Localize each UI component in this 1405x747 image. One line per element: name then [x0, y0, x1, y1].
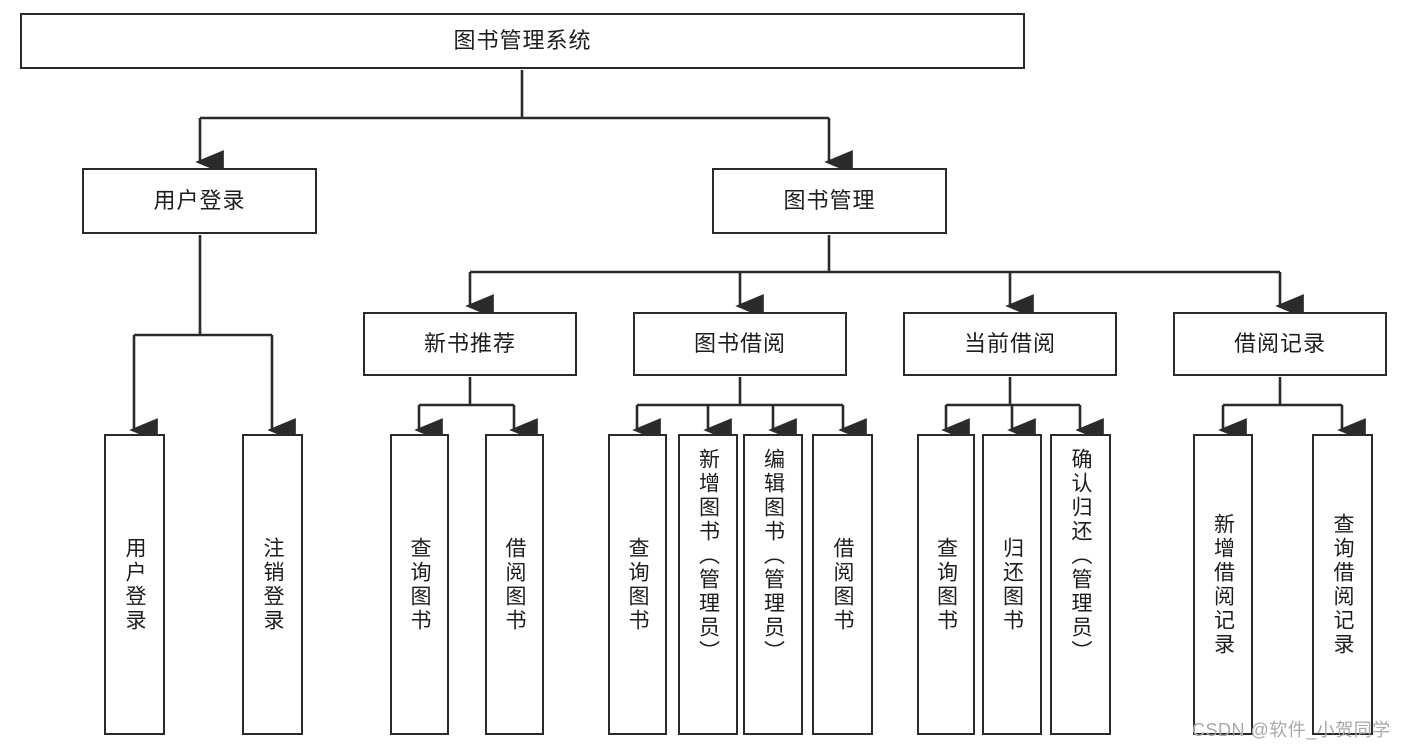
leaf-confirm-return-admin-label: 确认归还（管理员）: [1069, 448, 1092, 664]
leaf-return-book[interactable]: 归还图书: [982, 434, 1042, 735]
leaf-add-book-admin-label: 新增图书（管理员）: [696, 448, 720, 664]
leaf-borrow-book-label: 借阅图书: [831, 536, 854, 633]
leaf-user-login[interactable]: 用户登录: [104, 434, 165, 735]
leaf-query-book-current-label: 查询图书: [934, 536, 958, 633]
leaf-query-borrow-record[interactable]: 查询借阅记录: [1312, 434, 1373, 735]
leaf-confirm-return-admin[interactable]: 确认归还（管理员）: [1050, 434, 1111, 735]
node-current-borrow[interactable]: 当前借阅: [903, 312, 1117, 376]
node-book-management[interactable]: 图书管理: [712, 168, 947, 234]
node-new-book-recommend[interactable]: 新书推荐: [363, 312, 577, 376]
node-current-borrow-label: 当前借阅: [963, 331, 1056, 357]
leaf-return-book-label: 归还图书: [1000, 536, 1024, 633]
leaf-user-login-label: 用户登录: [123, 536, 146, 633]
watermark: CSDN @软件_小贺同学: [1192, 720, 1391, 740]
node-new-book-recommend-label: 新书推荐: [423, 331, 516, 357]
leaf-edit-book-admin[interactable]: 编辑图书（管理员）: [743, 434, 803, 735]
leaf-query-borrow-record-label: 查询借阅记录: [1331, 512, 1354, 657]
leaf-logout-label: 注销登录: [261, 536, 284, 633]
leaf-query-book-borrow-label: 查询图书: [626, 536, 649, 633]
leaf-query-book-current[interactable]: 查询图书: [917, 434, 975, 735]
leaf-query-book-recommend[interactable]: 查询图书: [390, 434, 449, 735]
node-root[interactable]: 图书管理系统: [20, 13, 1025, 69]
leaf-add-book-admin[interactable]: 新增图书（管理员）: [678, 434, 738, 735]
node-user-login-label: 用户登录: [153, 188, 246, 214]
leaf-query-book-recommend-label: 查询图书: [408, 536, 431, 633]
node-book-borrow[interactable]: 图书借阅: [633, 312, 847, 376]
node-root-label: 图书管理系统: [453, 28, 592, 54]
leaf-add-borrow-record[interactable]: 新增借阅记录: [1193, 434, 1253, 735]
node-borrow-records-label: 借阅记录: [1233, 331, 1326, 357]
leaf-query-book-borrow[interactable]: 查询图书: [608, 434, 667, 735]
node-book-management-label: 图书管理: [783, 188, 876, 214]
leaf-logout[interactable]: 注销登录: [242, 434, 303, 735]
node-user-login[interactable]: 用户登录: [82, 168, 317, 234]
leaf-borrow-book-recommend-label: 借阅图书: [503, 536, 526, 633]
leaf-borrow-book[interactable]: 借阅图书: [812, 434, 873, 735]
node-borrow-records[interactable]: 借阅记录: [1173, 312, 1387, 376]
leaf-add-borrow-record-label: 新增借阅记录: [1211, 512, 1235, 657]
leaf-edit-book-admin-label: 编辑图书（管理员）: [761, 448, 785, 664]
leaf-borrow-book-recommend[interactable]: 借阅图书: [485, 434, 544, 735]
node-book-borrow-label: 图书借阅: [693, 331, 786, 357]
